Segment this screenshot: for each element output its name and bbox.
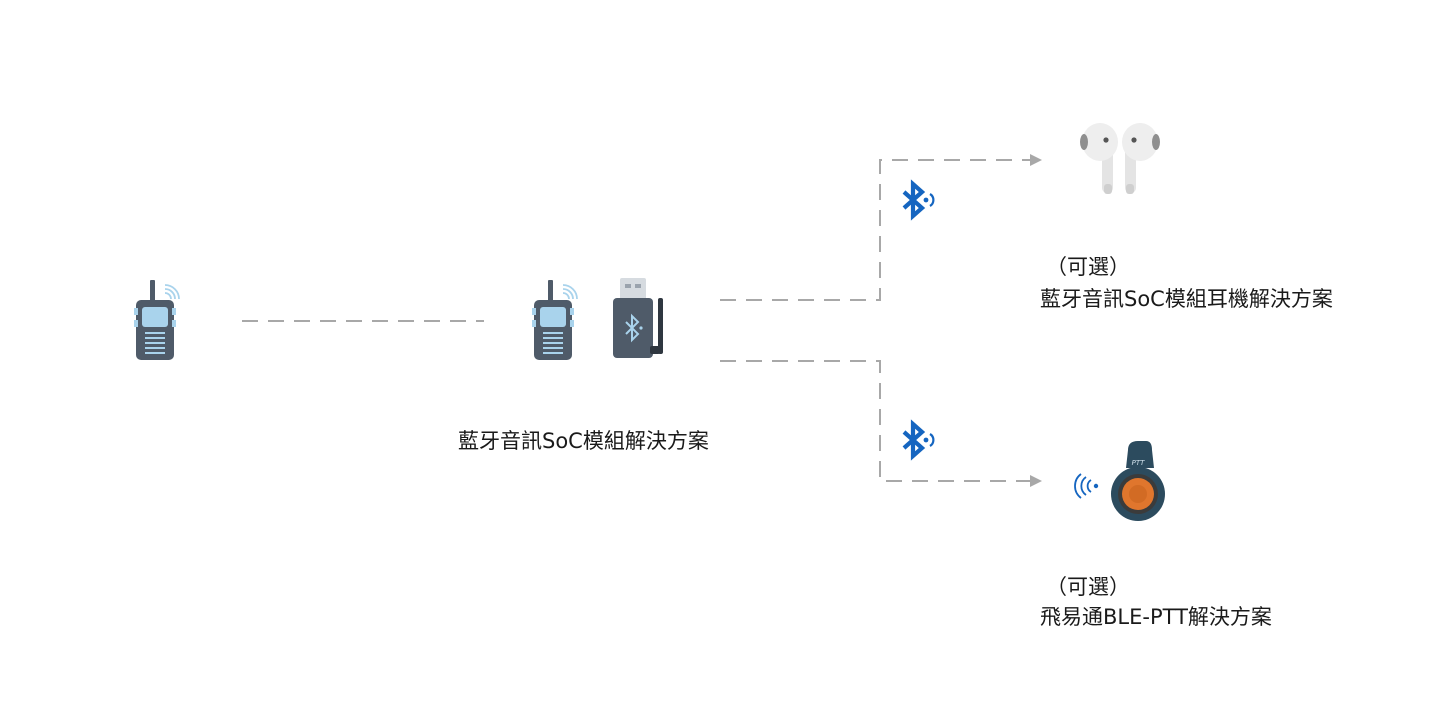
arrowheads	[1030, 154, 1042, 487]
earbuds-optional-label: （可選）	[1046, 255, 1130, 279]
ptt-button-icon: PTT	[1111, 441, 1165, 521]
arrow-to-ptt	[1030, 475, 1042, 487]
ptt-button-text: PTT	[1132, 459, 1145, 467]
arrow-to-earbuds	[1030, 154, 1042, 166]
wireless-signal-icon	[1074, 473, 1099, 499]
walkie-talkie-icon-left	[133, 279, 180, 361]
line-to-ptt-button	[720, 360, 1030, 482]
line-to-earbuds	[720, 159, 1030, 301]
bluetooth-usb-dongle-icon	[613, 278, 663, 358]
connection-lines	[242, 159, 1030, 482]
bluetooth-icon-bottom	[904, 424, 933, 456]
walkie-talkie-icon-center	[531, 279, 578, 361]
ptt-solution-label: 飛易通BLE-PTT解決方案	[1040, 605, 1272, 629]
earbuds-solution-label: 藍牙音訊SoC模組耳機解決方案	[1040, 287, 1333, 311]
ptt-optional-label: （可選）	[1046, 575, 1130, 599]
bluetooth-icon-top	[904, 184, 933, 216]
center-solution-label: 藍牙音訊SoC模組解決方案	[458, 429, 709, 453]
earbuds-icon	[1080, 123, 1160, 194]
